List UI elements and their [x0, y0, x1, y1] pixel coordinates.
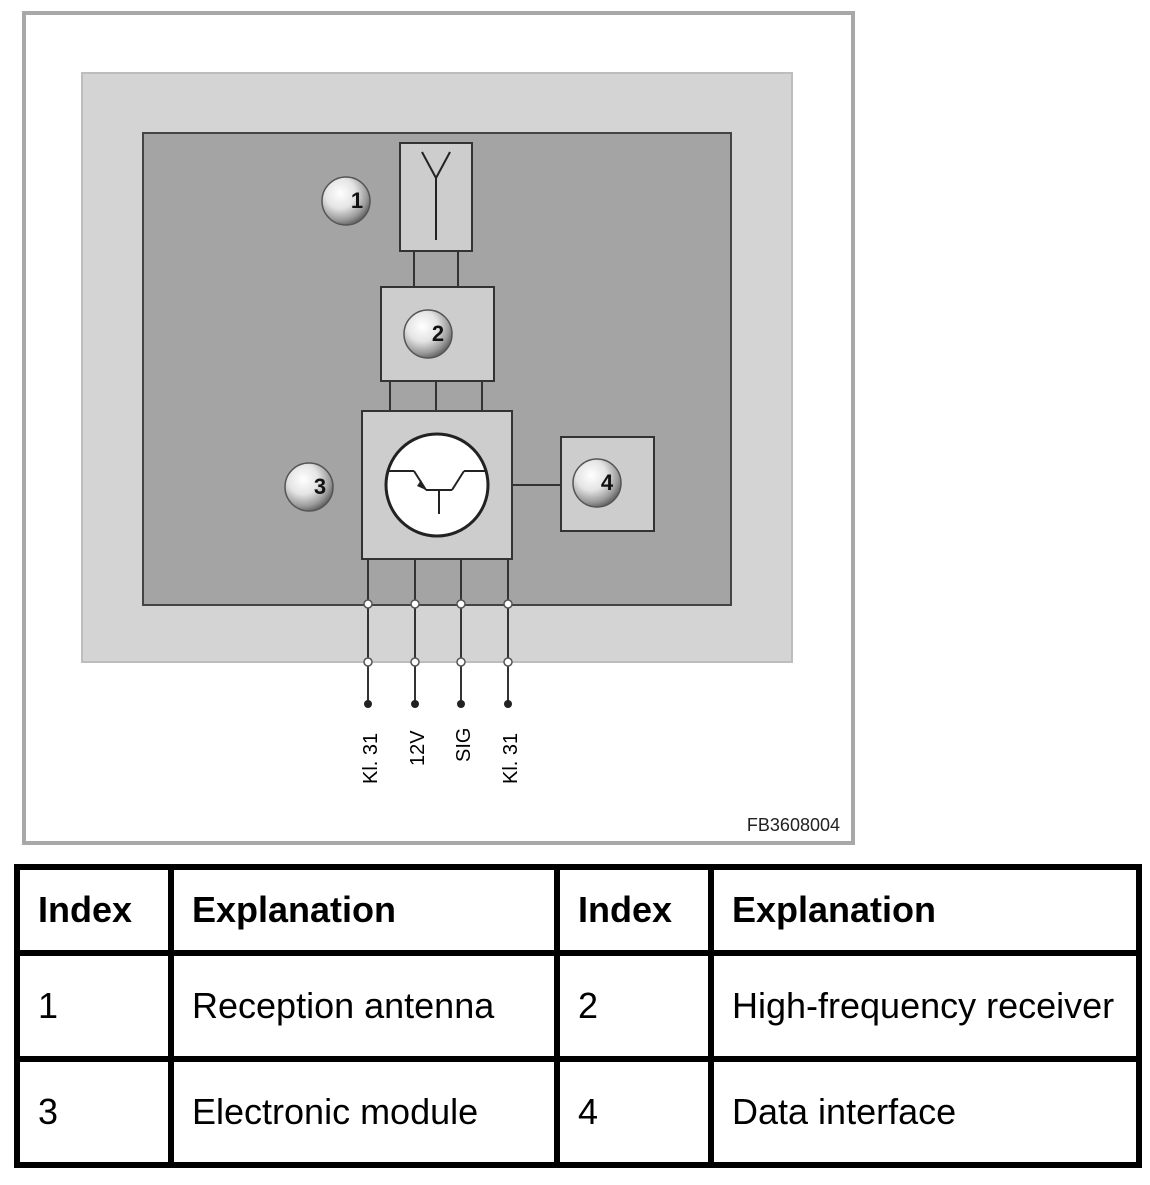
pin-label-12v: 12V: [407, 730, 429, 766]
connector-pins: [363, 559, 513, 708]
header-index-2: Index: [554, 864, 714, 956]
legend-row: 3 Electronic module 4 Data interface: [14, 1055, 1142, 1169]
antenna-icon: [421, 151, 451, 240]
marker-3: 3: [284, 462, 334, 512]
marker-4: 4: [572, 458, 622, 508]
wires-antenna-receiver: [413, 251, 459, 287]
legend-row: 1 Reception antenna 2 High-frequency rec…: [14, 949, 1142, 1062]
pin-label-kl31-b: Kl. 31: [500, 733, 522, 784]
legend-index-cell: 1: [14, 949, 174, 1062]
legend-explanation-cell: High-frequency receiver: [708, 949, 1142, 1062]
legend-index-cell: 3: [14, 1055, 174, 1169]
marker-3-label: 3: [314, 474, 326, 499]
transistor-icon: [384, 432, 490, 538]
figure-id: FB3608004: [747, 815, 840, 835]
header-index-1: Index: [14, 864, 174, 956]
header-explanation-1: Explanation: [168, 864, 560, 956]
antenna-block: [399, 142, 473, 252]
legend-explanation-cell: Data interface: [708, 1055, 1142, 1169]
legend-index-cell: 2: [554, 949, 714, 1062]
diagram-canvas: Kl. 31 12V SIG Kl. 31 1 2 3 4 FB3608004: [22, 11, 855, 845]
marker-4-label: 4: [601, 470, 614, 495]
pin-label-sig: SIG: [453, 728, 475, 762]
marker-2-label: 2: [432, 321, 444, 346]
marker-1-label: 1: [351, 188, 363, 213]
wires-receiver-module: [389, 381, 483, 411]
legend-index-cell: 4: [554, 1055, 714, 1169]
legend-explanation-cell: Electronic module: [168, 1055, 560, 1169]
electronic-module-block: [361, 410, 513, 560]
marker-1: 1: [321, 176, 371, 226]
header-explanation-2: Explanation: [708, 864, 1142, 956]
legend-table: Index Explanation Index Explanation 1 Re…: [14, 864, 1142, 1169]
marker-2: 2: [403, 309, 453, 359]
block-diagram: Kl. 31 12V SIG Kl. 31 1 2 3 4 FB3608004: [22, 11, 855, 845]
legend-explanation-cell: Reception antenna: [168, 949, 560, 1062]
legend-header-row: Index Explanation Index Explanation: [14, 864, 1142, 956]
pin-label-kl31-a: Kl. 31: [360, 733, 382, 784]
